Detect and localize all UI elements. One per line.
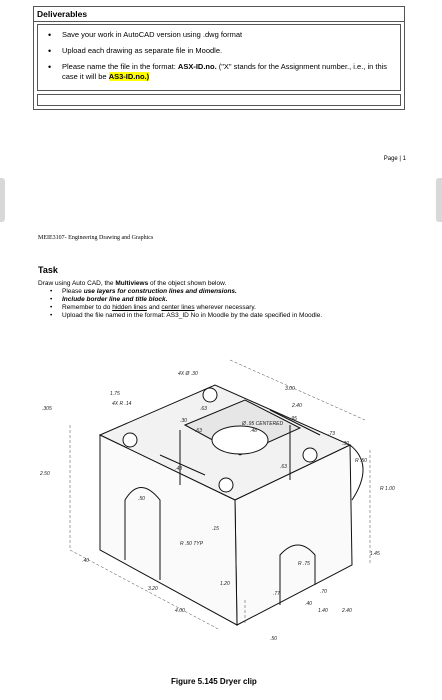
dim-label: Ø .95 CENTERED: [241, 421, 284, 427]
deliverables-empty-row: [37, 94, 401, 106]
deliverables-title: Deliverables: [34, 7, 404, 22]
dim-label: .70: [320, 589, 327, 595]
dim-label: .50: [270, 636, 277, 642]
dim-label: 4X R .14: [112, 401, 132, 407]
dim-label: .40: [305, 601, 312, 607]
deliverable-item: •Upload each drawing as separate file in…: [48, 46, 223, 56]
dim-label: .77: [273, 591, 280, 597]
dim-label: .73: [328, 431, 335, 437]
dim-label: .30: [180, 418, 187, 424]
dim-label: .305: [42, 406, 52, 412]
left-scroll-handle[interactable]: [0, 178, 5, 222]
task-title: Task: [38, 265, 58, 275]
dim-label: .48: [250, 428, 257, 434]
task-bullet: •Please use layers for construction line…: [50, 288, 237, 295]
task-bullet: •Include border line and title block.: [50, 296, 168, 303]
task-instructions: Draw using Auto CAD, the Multiviews of t…: [38, 280, 418, 320]
page-number: Page | 1: [383, 156, 406, 162]
dim-label: .50: [138, 496, 145, 502]
dim-label: R .75: [298, 561, 310, 567]
dim-label: 2.50: [39, 471, 50, 477]
dim-label: .95: [290, 416, 297, 422]
dim-label: 2.40: [341, 608, 352, 614]
dim-label: 3.20: [148, 586, 158, 592]
deliverable-item: •Save your work in AutoCAD version using…: [48, 30, 243, 40]
dim-label: .40: [82, 558, 89, 564]
dim-label: 4.00: [175, 608, 185, 614]
highlighted-filename: AS3-ID.no.): [108, 72, 150, 81]
dryer-clip-drawing: 4X Ø .30 3.00 2.40 .95 .73 .30 1.75 4X R…: [39, 359, 395, 642]
task-intro: Draw using Auto CAD, the Multiviews of t…: [38, 280, 227, 287]
dim-label: .48: [175, 466, 182, 472]
dim-label: 1.40: [318, 608, 328, 614]
dim-label: R .50: [355, 458, 367, 464]
dim-label: 2.40: [291, 403, 302, 409]
task-bullet: •Upload the file named in the format: AS…: [50, 312, 323, 319]
dim-label: .63: [200, 406, 207, 412]
figure-caption: Figure 5.145 Dryer clip: [171, 677, 257, 686]
dim-label: 3.00: [285, 386, 295, 392]
right-scroll-handle[interactable]: [436, 178, 442, 222]
dim-label: 1.20: [220, 581, 230, 587]
dim-label: R .50 TYP: [180, 541, 204, 547]
dim-label: .63: [280, 464, 287, 470]
deliverable-item: •Please name the file in the format: ASX…: [48, 62, 388, 81]
dim-label: 1.45: [370, 551, 380, 557]
dim-label: 1.75: [110, 391, 120, 397]
dim-label: .15: [212, 526, 219, 532]
dim-label: 4X Ø .30: [178, 371, 198, 377]
deliverables-list-box: •Save your work in AutoCAD version using…: [37, 24, 401, 91]
deliverables-table: Deliverables •Save your work in AutoCAD …: [33, 6, 405, 110]
dim-label: R 1.00: [380, 486, 395, 492]
course-name: MEIE3107- Engineering Drawing and Graphi…: [38, 235, 154, 241]
dim-label: .63: [195, 428, 202, 434]
task-bullet: •Remember to do hidden lines and center …: [50, 304, 256, 311]
dim-label: .30: [342, 441, 349, 447]
